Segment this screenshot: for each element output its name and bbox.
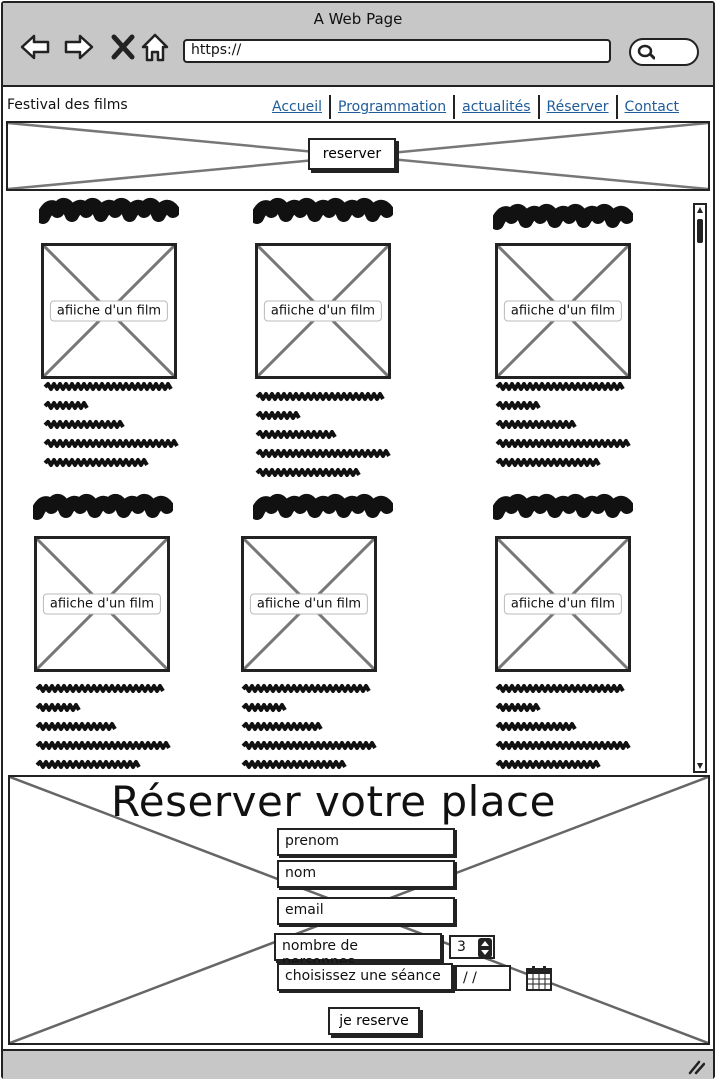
film-poster-label: afiiche d'un film: [49, 300, 169, 322]
site-name: Festival des films: [7, 97, 128, 113]
film-title-squiggle: [39, 198, 179, 224]
scroll-up-icon[interactable]: [696, 205, 704, 215]
email-field[interactable]: email: [277, 897, 455, 925]
film-description-scribble: [495, 684, 631, 769]
menu-item-actualites[interactable]: actualités: [462, 99, 531, 115]
menu-divider: [329, 95, 331, 119]
nom-field[interactable]: nom: [277, 860, 455, 888]
menu-item-accueil[interactable]: Accueil: [272, 99, 322, 115]
scroll-down-icon[interactable]: [696, 761, 704, 771]
persons-value: 3: [457, 939, 466, 955]
film-poster-label: afiiche d'un film: [503, 300, 623, 322]
film-description-scribble: [35, 684, 171, 769]
film-poster-image[interactable]: afiiche d'un film: [241, 536, 377, 672]
film-poster-image[interactable]: afiiche d'un film: [255, 243, 391, 379]
film-poster-label: afiiche d'un film: [249, 593, 369, 615]
film-description-scribble: [241, 684, 377, 769]
browser-search-field[interactable]: [629, 38, 699, 66]
seance-date-input[interactable]: / /: [455, 965, 511, 991]
status-bar: [3, 1049, 713, 1079]
film-poster-image[interactable]: afiiche d'un film: [41, 243, 177, 379]
reservation-title: Réserver votre place: [111, 777, 556, 826]
film-title-squiggle: [493, 204, 633, 230]
vertical-scrollbar[interactable]: [693, 203, 707, 773]
scrollbar-thumb[interactable]: [697, 219, 703, 243]
url-input[interactable]: https://: [183, 39, 611, 63]
film-description-scribble: [255, 392, 391, 477]
film-title-squiggle: [33, 494, 173, 520]
film-poster-label: afiiche d'un film: [263, 300, 383, 322]
film-title-squiggle: [253, 198, 393, 224]
back-arrow-icon[interactable]: [19, 31, 51, 63]
menu-divider: [537, 95, 540, 119]
film-title-squiggle: [493, 494, 633, 520]
hero-reserve-button[interactable]: reserver: [308, 138, 396, 170]
film-description-scribble: [43, 382, 179, 467]
calendar-icon[interactable]: [525, 964, 553, 992]
film-poster-label: afiiche d'un film: [503, 593, 623, 615]
seance-label: choisissez une séance: [277, 963, 453, 991]
forward-arrow-icon[interactable]: [63, 31, 95, 63]
resize-grip-icon[interactable]: [687, 1059, 705, 1075]
film-poster-label: afiiche d'un film: [42, 593, 162, 615]
home-icon[interactable]: [139, 31, 171, 63]
browser-chrome: A Web Page https://: [3, 3, 713, 87]
prenom-field[interactable]: prenom: [277, 828, 455, 856]
persons-stepper[interactable]: 3: [449, 935, 495, 959]
film-title-squiggle: [253, 494, 393, 520]
menu-divider: [615, 95, 618, 119]
persons-label: nombre de personnes: [274, 933, 442, 970]
film-description-scribble: [495, 382, 631, 467]
film-poster-image[interactable]: afiiche d'un film: [495, 243, 631, 379]
search-icon: [637, 44, 655, 60]
stepper-arrows-icon[interactable]: [478, 938, 492, 958]
window-title: A Web Page: [313, 10, 403, 28]
menu-item-reserver[interactable]: Réserver: [546, 99, 609, 115]
main-menu: Accueil Programmation actualités Réserve…: [265, 93, 686, 121]
menu-item-contact[interactable]: Contact: [624, 99, 680, 115]
film-poster-image[interactable]: afiiche d'un film: [495, 536, 631, 672]
submit-reserve-button[interactable]: je reserve: [328, 1007, 420, 1035]
close-x-icon[interactable]: [107, 31, 139, 63]
menu-item-programmation[interactable]: Programmation: [338, 99, 447, 115]
menu-divider: [453, 95, 456, 119]
film-poster-image[interactable]: afiiche d'un film: [34, 536, 170, 672]
